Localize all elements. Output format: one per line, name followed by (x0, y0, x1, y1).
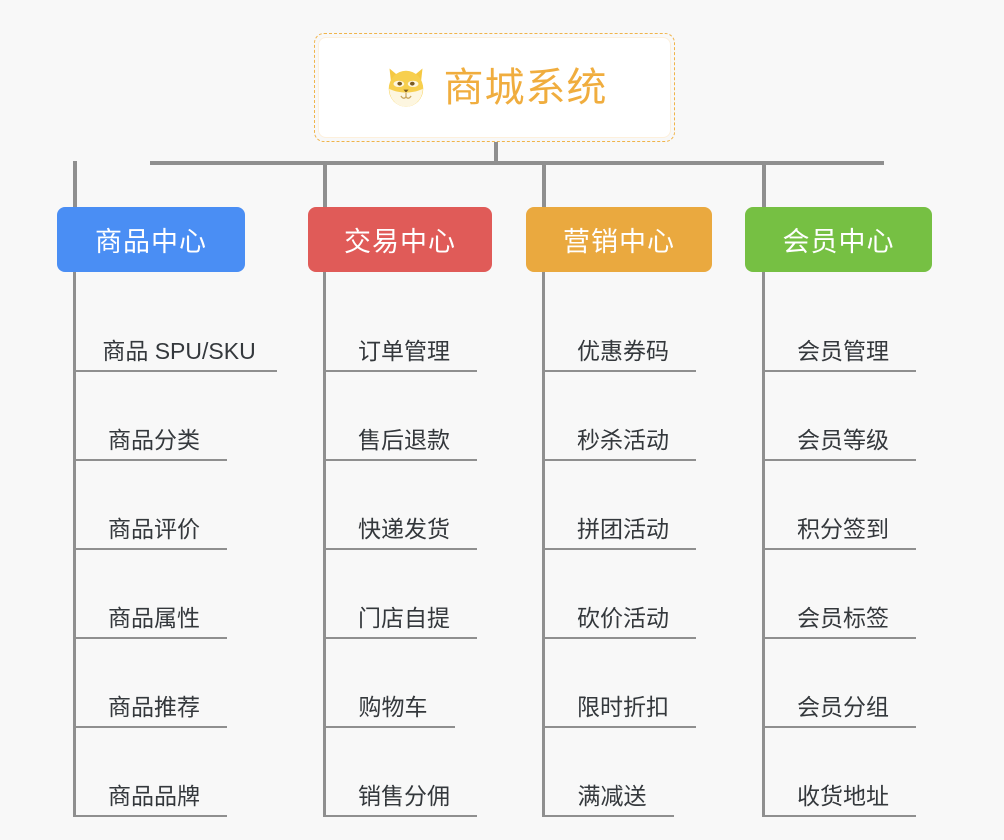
connector-drop-marketing-center (542, 161, 546, 207)
leaf-item-label: 会员标签 (797, 604, 889, 631)
leaf-item[interactable]: 商品 SPU/SKU (73, 283, 277, 372)
category-box-member-center[interactable]: 会员中心 (745, 207, 932, 272)
leaf-item[interactable]: 快递发货 (323, 461, 477, 550)
root-node-card: 商城系统 (314, 33, 675, 142)
leaf-item-label: 拼团活动 (577, 515, 669, 542)
leaf-column-marketing-center: 优惠券码秒杀活动拼团活动砍价活动限时折扣满减送 (542, 272, 782, 817)
leaf-item-label: 限时折扣 (577, 693, 669, 720)
leaf-item-label: 商品 SPU/SKU (102, 337, 256, 364)
leaf-item[interactable]: 优惠券码 (542, 283, 696, 372)
leaf-item-label: 会员等级 (797, 426, 889, 453)
root-node-title: 商城系统 (443, 65, 608, 110)
leaf-item[interactable]: 商品品牌 (73, 728, 227, 817)
leaf-item-label: 商品推荐 (108, 693, 200, 720)
leaf-item-label: 销售分佣 (358, 782, 450, 809)
leaf-item-label: 快递发货 (358, 515, 450, 542)
leaf-item[interactable]: 商品分类 (73, 372, 227, 461)
leaf-item-label: 商品分类 (108, 426, 200, 453)
leaf-item[interactable]: 购物车 (323, 639, 455, 728)
category-label: 商品中心 (95, 227, 207, 257)
root-node-inner: 商城系统 (318, 37, 671, 138)
leaf-column-member-center: 会员管理会员等级积分签到会员标签会员分组收货地址 (762, 272, 1002, 817)
connector-horizontal-bus (150, 161, 884, 165)
leaf-item[interactable]: 销售分佣 (323, 728, 477, 817)
leaf-item[interactable]: 会员等级 (762, 372, 916, 461)
leaf-item-label: 商品评价 (108, 515, 200, 542)
category-label: 交易中心 (344, 227, 456, 257)
leaf-item-label: 会员管理 (797, 337, 889, 364)
connector-drop-trade-center (323, 161, 327, 207)
connector-spine-product-center (73, 272, 76, 817)
leaf-item-label: 秒杀活动 (577, 426, 669, 453)
leaf-column-product-center: 商品 SPU/SKU 商品分类商品评价商品属性商品推荐商品品牌 (73, 272, 313, 817)
leaf-item[interactable]: 秒杀活动 (542, 372, 696, 461)
leaf-item-label: 收货地址 (797, 782, 889, 809)
shiba-dog-face-icon (388, 68, 423, 107)
leaf-item[interactable]: 订单管理 (323, 283, 477, 372)
leaf-item[interactable]: 满减送 (542, 728, 674, 817)
leaf-item-label: 商品属性 (108, 604, 200, 631)
leaf-item[interactable]: 售后退款 (323, 372, 477, 461)
category-label: 会员中心 (782, 227, 895, 257)
leaf-item[interactable]: 门店自提 (323, 550, 477, 639)
connector-root-stem (494, 142, 498, 164)
connector-spine-member-center (762, 272, 765, 817)
connector-spine-trade-center (323, 272, 326, 817)
connector-drop-member-center (762, 161, 766, 207)
leaf-item-label: 购物车 (358, 693, 428, 720)
leaf-item-label: 优惠券码 (577, 337, 669, 364)
leaf-item-label: 订单管理 (358, 337, 450, 364)
leaf-item[interactable]: 商品评价 (73, 461, 227, 550)
leaf-item[interactable]: 拼团活动 (542, 461, 696, 550)
leaf-item-label: 门店自提 (358, 604, 450, 631)
leaf-item-label: 会员分组 (797, 693, 889, 720)
category-box-marketing-center[interactable]: 营销中心 (526, 207, 712, 272)
connector-drop-product-center (73, 161, 77, 207)
leaf-item[interactable]: 会员标签 (762, 550, 916, 639)
leaf-item[interactable]: 积分签到 (762, 461, 916, 550)
leaf-item[interactable]: 收货地址 (762, 728, 916, 817)
category-box-product-center[interactable]: 商品中心 (57, 207, 245, 272)
leaf-item[interactable]: 会员分组 (762, 639, 916, 728)
leaf-item[interactable]: 商品推荐 (73, 639, 227, 728)
leaf-item-label: 商品品牌 (108, 782, 200, 809)
leaf-item-label: 满减送 (577, 782, 647, 809)
leaf-item[interactable]: 会员管理 (762, 283, 916, 372)
leaf-item-label: 砍价活动 (577, 604, 669, 631)
leaf-item-label: 积分签到 (797, 515, 889, 542)
leaf-item[interactable]: 砍价活动 (542, 550, 696, 639)
leaf-item[interactable]: 限时折扣 (542, 639, 696, 728)
leaf-item-label: 售后退款 (358, 426, 450, 453)
leaf-column-trade-center: 订单管理售后退款快递发货门店自提购物车销售分佣 (323, 272, 563, 817)
category-label: 营销中心 (563, 227, 675, 257)
connector-spine-marketing-center (542, 272, 545, 817)
leaf-item[interactable]: 商品属性 (73, 550, 227, 639)
category-box-trade-center[interactable]: 交易中心 (308, 207, 492, 272)
